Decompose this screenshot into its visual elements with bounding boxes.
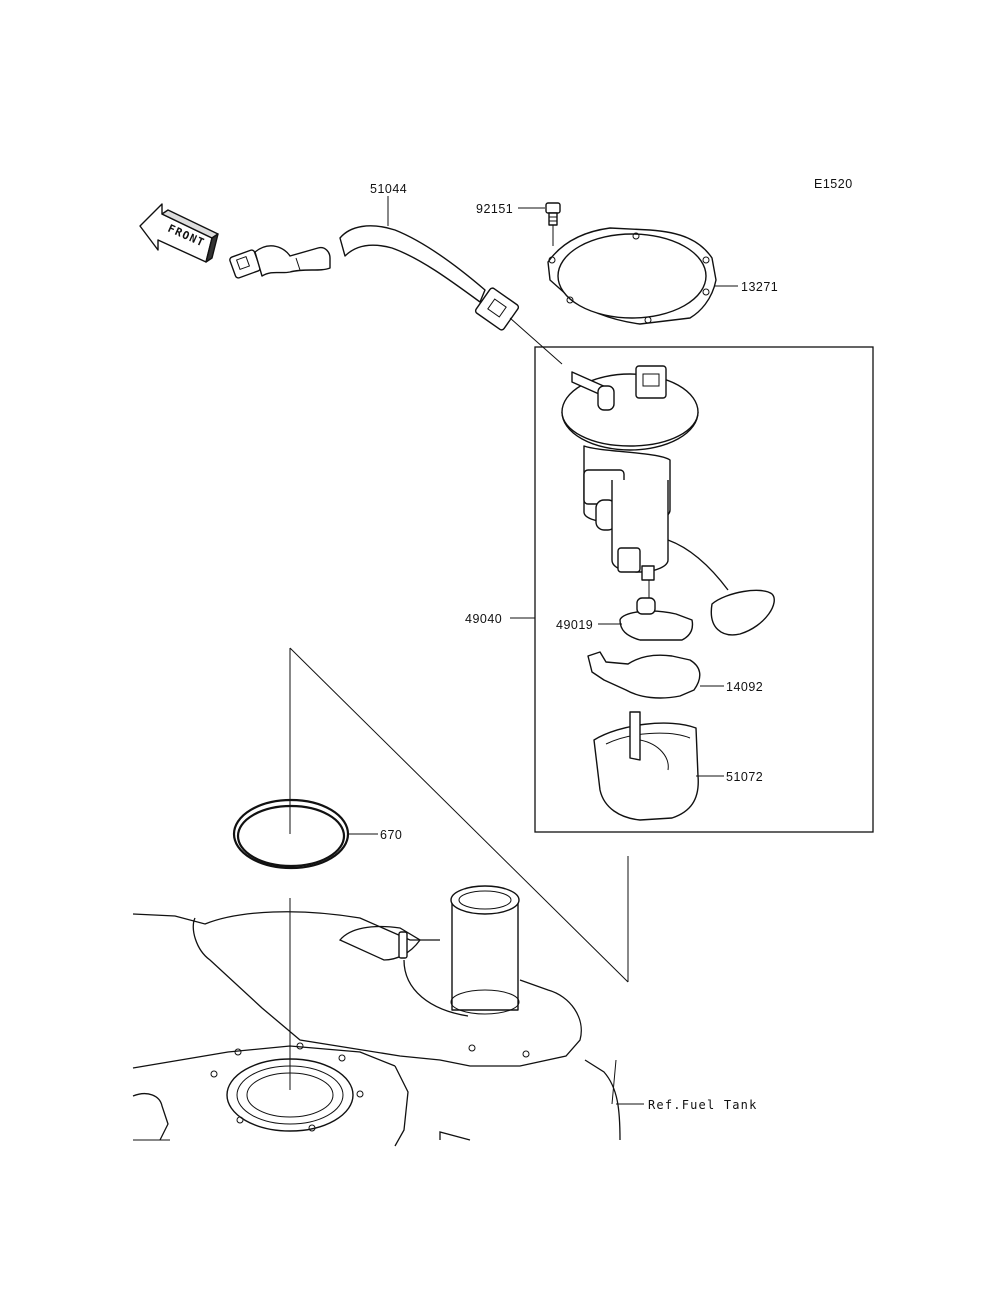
callout-13271: 13271 <box>741 280 778 294</box>
front-arrow-icon: FRONT <box>139 203 219 263</box>
filter-holder <box>587 651 701 699</box>
diagram-code: E1520 <box>814 177 853 191</box>
pump-cover <box>593 711 699 821</box>
fuel-hose <box>229 225 520 331</box>
callout-ref-fuel-tank: Ref.Fuel Tank <box>648 1098 758 1112</box>
callout-49019: 49019 <box>556 618 593 632</box>
callout-51072: 51072 <box>726 770 763 784</box>
fuel-filter <box>619 597 694 641</box>
pump-assembly-frame <box>534 346 874 833</box>
o-ring <box>232 798 350 870</box>
callout-14092: 14092 <box>726 680 763 694</box>
callout-92151: 92151 <box>476 202 513 216</box>
leader-lines <box>348 196 738 1105</box>
callout-51044: 51044 <box>370 182 407 196</box>
alignment-lines <box>289 225 650 1090</box>
callout-670: 670 <box>380 828 402 842</box>
fuel-pump <box>561 365 775 636</box>
callout-49040: 49040 <box>465 612 502 626</box>
gasket-plate <box>547 227 717 325</box>
bolt <box>545 202 561 226</box>
fuel-tank <box>132 885 621 1147</box>
